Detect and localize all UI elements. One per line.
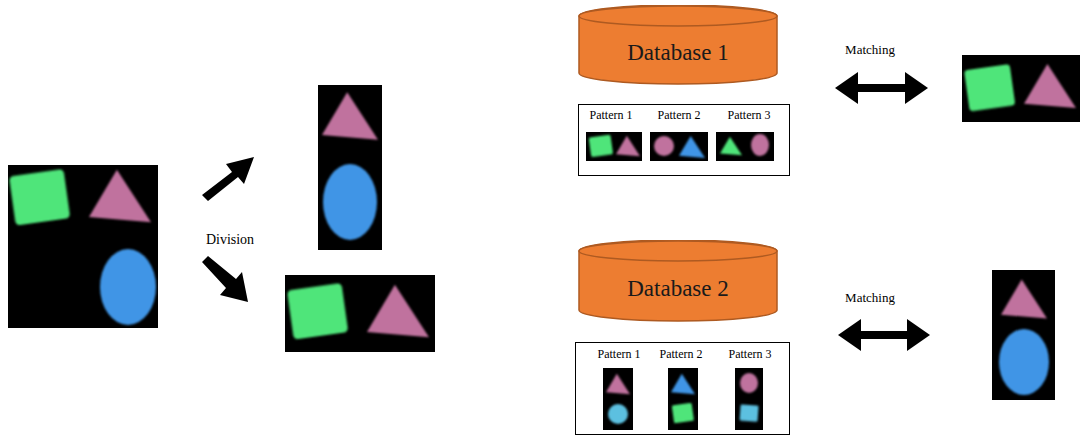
image-tile [992, 270, 1055, 400]
triangle-object [89, 170, 151, 223]
image-tile [735, 368, 763, 430]
image-tile [668, 368, 698, 430]
square-object [740, 404, 759, 421]
triangle-object [322, 92, 378, 140]
black-ground [650, 132, 708, 161]
black-ground [285, 275, 435, 352]
triangle-object [616, 136, 640, 156]
pattern-label: Pattern 1 [598, 347, 641, 362]
square-object [964, 64, 1015, 111]
image-tiles [8, 55, 1080, 430]
database-cylinder: Database 2 [578, 240, 778, 322]
black-ground [992, 270, 1055, 400]
ellipse-object [323, 164, 377, 240]
black-ground [318, 85, 382, 250]
pattern-label: Pattern 2 [658, 108, 701, 123]
image-tile [8, 165, 158, 328]
database-cylinder: Database 1 [578, 5, 778, 85]
black-ground [716, 132, 774, 161]
image-tile [586, 132, 642, 161]
matching-arrow [835, 72, 928, 104]
image-tile [318, 85, 382, 250]
ellipse-object [751, 134, 769, 156]
ellipse-object [999, 329, 1049, 395]
pattern-label: Pattern 3 [728, 108, 771, 123]
image-tile [650, 132, 708, 161]
triangle-object [671, 374, 695, 394]
black-ground [8, 165, 158, 328]
square-object [287, 283, 348, 340]
database-name: Database 2 [627, 276, 729, 302]
ellipse-object [654, 136, 674, 156]
triangle-object [606, 374, 630, 394]
division-arrow [202, 157, 254, 201]
black-ground [735, 368, 763, 430]
pattern-box: Pattern 1 Pattern 2 Pattern 3 [578, 104, 790, 176]
black-ground [603, 368, 633, 430]
image-tile [962, 55, 1080, 122]
image-tile [285, 275, 435, 352]
matching-label: Matching [845, 42, 895, 58]
black-ground [586, 132, 642, 161]
ellipse-object [740, 373, 758, 393]
square-object [589, 135, 614, 158]
division-arrow [202, 256, 248, 302]
triangle-object [679, 136, 705, 158]
ellipse-object [100, 249, 156, 325]
triangle-object [720, 137, 742, 156]
square-object [672, 403, 694, 424]
arrows [202, 72, 930, 351]
image-tile [603, 368, 633, 430]
pattern-label: Pattern 2 [660, 347, 703, 362]
pattern-box: Pattern 1 Pattern 2 Pattern 3 [575, 342, 790, 435]
image-tile [716, 132, 774, 161]
matching-arrow [838, 319, 930, 351]
black-ground [962, 55, 1080, 122]
pattern-label: Pattern 1 [590, 108, 633, 123]
division-label: Division [206, 232, 254, 248]
square-object [9, 169, 70, 226]
pattern-label: Pattern 3 [729, 347, 772, 362]
black-ground [668, 368, 698, 430]
ellipse-object [608, 404, 628, 424]
database-name: Database 1 [627, 40, 729, 66]
matching-label: Matching [845, 290, 895, 306]
triangle-object [1001, 279, 1047, 318]
triangle-object [1024, 64, 1076, 108]
triangle-object [367, 285, 429, 338]
